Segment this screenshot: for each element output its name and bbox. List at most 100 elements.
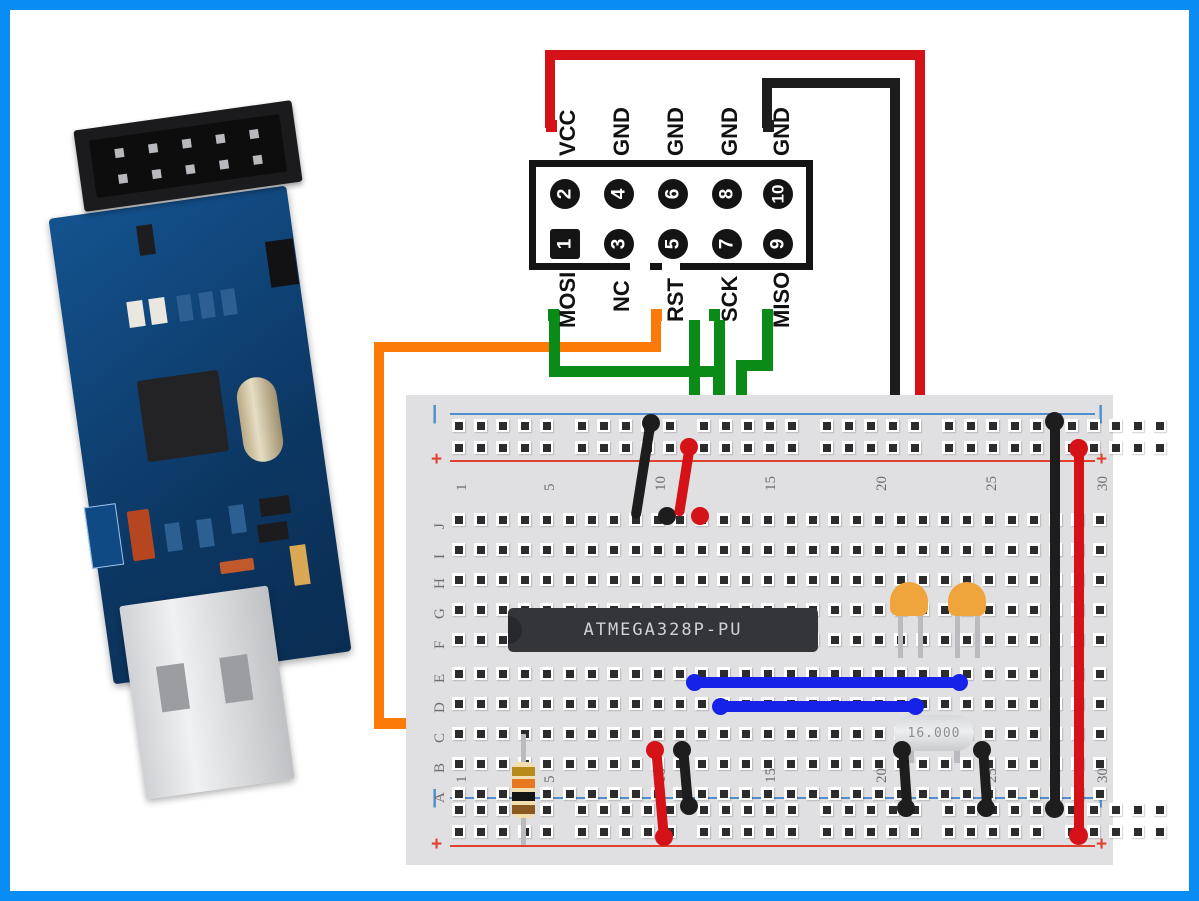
breadboard-hole[interactable] [628,727,642,740]
breadboard-hole[interactable] [618,825,632,838]
breadboard-hole[interactable] [1130,825,1144,838]
breadboard-hole[interactable] [763,419,777,432]
breadboard-hole[interactable] [474,573,488,586]
breadboard-hole[interactable] [739,757,753,770]
breadboard-hole[interactable] [717,757,731,770]
breadboard-hole[interactable] [907,441,921,454]
breadboard-hole[interactable] [562,573,576,586]
breadboard-hole[interactable] [964,419,978,432]
breadboard-hole[interactable] [916,513,930,526]
breadboard-hole[interactable] [518,513,532,526]
breadboard-hole[interactable] [1026,543,1040,556]
breadboard-hole[interactable] [584,573,598,586]
breadboard-hole[interactable] [596,825,610,838]
breadboard-hole[interactable] [964,803,978,816]
breadboard-hole[interactable] [827,543,841,556]
breadboard-hole[interactable] [540,667,554,680]
breadboard-hole[interactable] [606,697,620,710]
breadboard-hole[interactable] [452,573,465,586]
breadboard-hole[interactable] [452,513,465,526]
breadboard-hole[interactable] [819,803,833,816]
breadboard-hole[interactable] [1026,573,1040,586]
breadboard-hole[interactable] [717,727,731,740]
breadboard-hole[interactable] [673,697,686,710]
breadboard-hole[interactable] [1092,787,1106,800]
breadboard-hole[interactable] [496,441,510,454]
breadboard-hole[interactable] [474,727,488,740]
breadboard-hole[interactable] [496,573,510,586]
breadboard-hole[interactable] [628,757,642,770]
breadboard-hole[interactable] [640,803,654,816]
breadboard-hole[interactable] [805,757,819,770]
breadboard-hole[interactable] [584,787,598,800]
breadboard-hole[interactable] [673,543,686,556]
breadboard-hole[interactable] [871,787,885,800]
breadboard-hole[interactable] [1004,513,1018,526]
breadboard-hole[interactable] [496,667,510,680]
breadboard-hole[interactable] [628,787,642,800]
breadboard-hole[interactable] [1092,667,1106,680]
breadboard-hole[interactable] [741,419,755,432]
breadboard-hole[interactable] [474,419,488,432]
breadboard-hole[interactable] [650,727,664,740]
breadboard-hole[interactable] [496,825,510,838]
breadboard-hole[interactable] [827,667,841,680]
breadboard-hole[interactable] [1130,803,1144,816]
breadboard-hole[interactable] [871,667,885,680]
breadboard-hole[interactable] [827,757,841,770]
breadboard-hole[interactable] [871,543,885,556]
breadboard-hole[interactable] [562,543,576,556]
breadboard-hole[interactable] [474,787,488,800]
breadboard-hole[interactable] [761,727,775,740]
breadboard-hole[interactable] [496,513,510,526]
breadboard-hole[interactable] [849,787,863,800]
breadboard-hole[interactable] [827,787,841,800]
breadboard-hole[interactable] [1086,441,1100,454]
breadboard-hole[interactable] [938,633,952,646]
breadboard-hole[interactable] [1004,543,1018,556]
breadboard-hole[interactable] [496,757,510,770]
breadboard-hole[interactable] [819,419,833,432]
breadboard-hole[interactable] [827,513,841,526]
breadboard-hole[interactable] [584,727,598,740]
breadboard-hole[interactable] [871,727,885,740]
breadboard-hole[interactable] [1026,697,1040,710]
breadboard-hole[interactable] [574,825,588,838]
breadboard-hole[interactable] [1092,543,1106,556]
breadboard-hole[interactable] [562,697,576,710]
breadboard-hole[interactable] [695,573,709,586]
breadboard-hole[interactable] [574,441,588,454]
breadboard-hole[interactable] [805,573,819,586]
breadboard-hole[interactable] [1092,757,1106,770]
breadboard-hole[interactable] [1008,825,1022,838]
breadboard-hole[interactable] [606,513,620,526]
breadboard-hole[interactable] [960,543,974,556]
breadboard-hole[interactable] [606,787,620,800]
pull-up-resistor[interactable] [512,762,535,818]
breadboard-hole[interactable] [1030,441,1044,454]
breadboard-hole[interactable] [606,667,620,680]
isp-header-body[interactable]: 2 4 6 8 10 1 3 5 7 9 [529,160,813,270]
breadboard-hole[interactable] [761,787,775,800]
breadboard-hole[interactable] [697,419,710,432]
breadboard-hole[interactable] [885,803,899,816]
breadboard-hole[interactable] [496,787,510,800]
breadboard-hole[interactable] [695,787,709,800]
breadboard-hole[interactable] [785,441,799,454]
breadboard-hole[interactable] [785,825,799,838]
breadboard-hole[interactable] [518,573,532,586]
breadboard-hole[interactable] [1152,803,1166,816]
breadboard-hole[interactable] [916,787,930,800]
isp-pin-1[interactable]: 1 [550,229,580,259]
breadboard-hole[interactable] [907,825,921,838]
breadboard-hole[interactable] [805,727,819,740]
breadboard-hole[interactable] [739,573,753,586]
breadboard-hole[interactable] [964,825,978,838]
breadboard-hole[interactable] [719,441,733,454]
breadboard-hole[interactable] [695,727,709,740]
breadboard-hole[interactable] [849,573,863,586]
breadboard-hole[interactable] [805,543,819,556]
ceramic-capacitor-2[interactable] [948,582,986,616]
breadboard-hole[interactable] [938,667,952,680]
breadboard-hole[interactable] [606,573,620,586]
